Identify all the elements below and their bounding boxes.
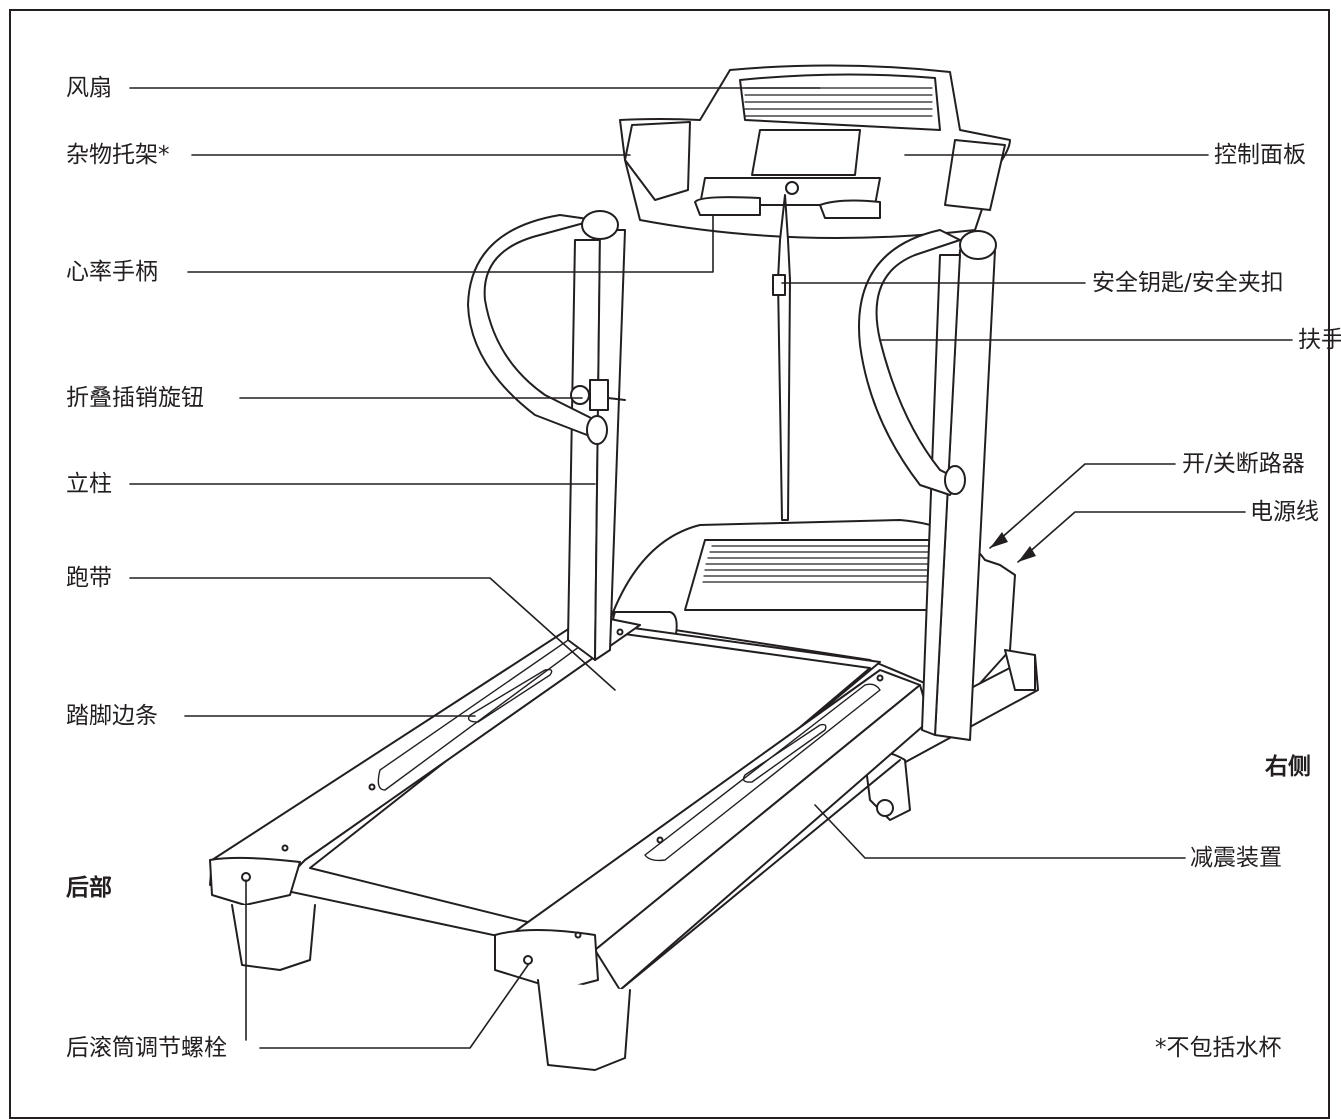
label-right-side: 右侧 bbox=[1265, 754, 1311, 780]
label-shock: 减震装置 bbox=[1190, 845, 1282, 871]
label-foot-rail: 踏脚边条 bbox=[66, 703, 158, 729]
footnote: *不包括水杯 bbox=[1155, 1035, 1282, 1061]
console-assembly bbox=[619, 64, 1011, 239]
treadmill-deck bbox=[209, 519, 1039, 1071]
label-handrail: 扶手 bbox=[1298, 327, 1341, 353]
safety-key bbox=[772, 194, 791, 521]
label-latch-knob: 折叠插销旋钮 bbox=[66, 385, 204, 411]
label-roller-bolts: 后滚筒调节螺栓 bbox=[66, 1035, 227, 1061]
label-back: 后部 bbox=[66, 875, 112, 901]
label-console: 控制面板 bbox=[1214, 142, 1306, 168]
label-fan: 风扇 bbox=[66, 75, 112, 101]
label-power-cord: 电源线 bbox=[1250, 499, 1319, 525]
label-accessory-tray: 杂物托架* bbox=[66, 142, 170, 168]
uprights bbox=[567, 229, 996, 741]
label-circuit-breaker: 开/关断路器 bbox=[1182, 451, 1305, 477]
handrails bbox=[467, 210, 997, 496]
label-walking-belt: 跑带 bbox=[66, 565, 112, 591]
leader-lines bbox=[129, 87, 1293, 1049]
latch-knob bbox=[570, 379, 626, 411]
label-upright: 立柱 bbox=[66, 471, 112, 497]
label-pulse-grips: 心率手柄 bbox=[66, 259, 158, 285]
label-key-clip: 安全钥匙/安全夹扣 bbox=[1092, 270, 1284, 296]
